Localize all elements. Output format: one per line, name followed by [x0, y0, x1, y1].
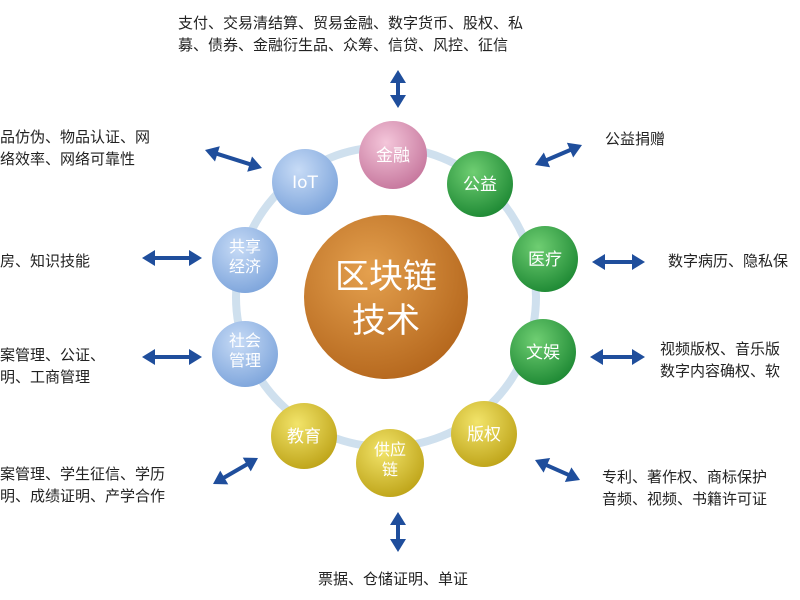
node-label-copyright: 版权 [467, 425, 501, 445]
node-label-education: 教育 [287, 427, 321, 447]
node-label-supply: 供应链 [374, 440, 406, 479]
arrow-education [213, 457, 258, 485]
arrow-charity [535, 142, 582, 168]
center-circle [304, 215, 468, 379]
text-medical: 数字病历、隐私保 [668, 252, 789, 270]
arrow-finance [390, 70, 406, 108]
node-label-iot: IoT [292, 173, 318, 193]
text-sharing: 房、知识技能 [0, 252, 91, 270]
center-title-line2: 技术 [352, 301, 420, 341]
node-medical [512, 226, 578, 292]
text-finance: 支付、交易清结算、贸易金融、数字货币、股权、私 募、债券、金融衍生品、众筹、信贷… [178, 14, 524, 54]
text-charity: 公益捐赠 [605, 130, 666, 148]
arrow-social [142, 349, 202, 365]
node-education [271, 403, 337, 469]
arrow-iot [205, 146, 262, 172]
arrow-medical [592, 254, 645, 270]
text-supply: 票据、仓储证明、单证 [318, 570, 469, 588]
text-social: 案管理、公证、 明、工商管理 [0, 346, 106, 386]
node-finance [359, 121, 427, 189]
text-iot: 品仿伪、物品认证、网 络效率、网络可靠性 [0, 128, 151, 168]
node-label-charity: 公益 [463, 175, 497, 195]
node-label-social: 社会管理 [229, 331, 261, 370]
node-label-entertainment: 文娱 [526, 343, 560, 363]
text-copyright: 专利、著作权、商标保护 音频、视频、书籍许可证 [602, 468, 768, 508]
node-sharing [212, 227, 278, 293]
node-copyright [451, 401, 517, 467]
node-charity [447, 151, 513, 217]
arrows-group [142, 70, 645, 552]
node-entertainment [510, 319, 576, 385]
node-iot [272, 149, 338, 215]
arrow-copyright [535, 457, 580, 483]
arrow-entertainment [590, 349, 645, 365]
text-entertainment: 视频版权、音乐版 数字内容确权、软 [660, 340, 781, 380]
arrow-supply [390, 512, 406, 552]
node-label-sharing: 共享经济 [229, 237, 261, 276]
text-education: 案管理、学生征信、学历 明、成绩证明、产学合作 [0, 465, 166, 505]
node-supply [356, 429, 424, 497]
arrow-sharing [142, 250, 202, 266]
node-social [212, 321, 278, 387]
center-title-line1: 区块链 [335, 257, 437, 297]
node-label-finance: 金融 [376, 146, 410, 166]
node-label-medical: 医疗 [528, 250, 562, 270]
